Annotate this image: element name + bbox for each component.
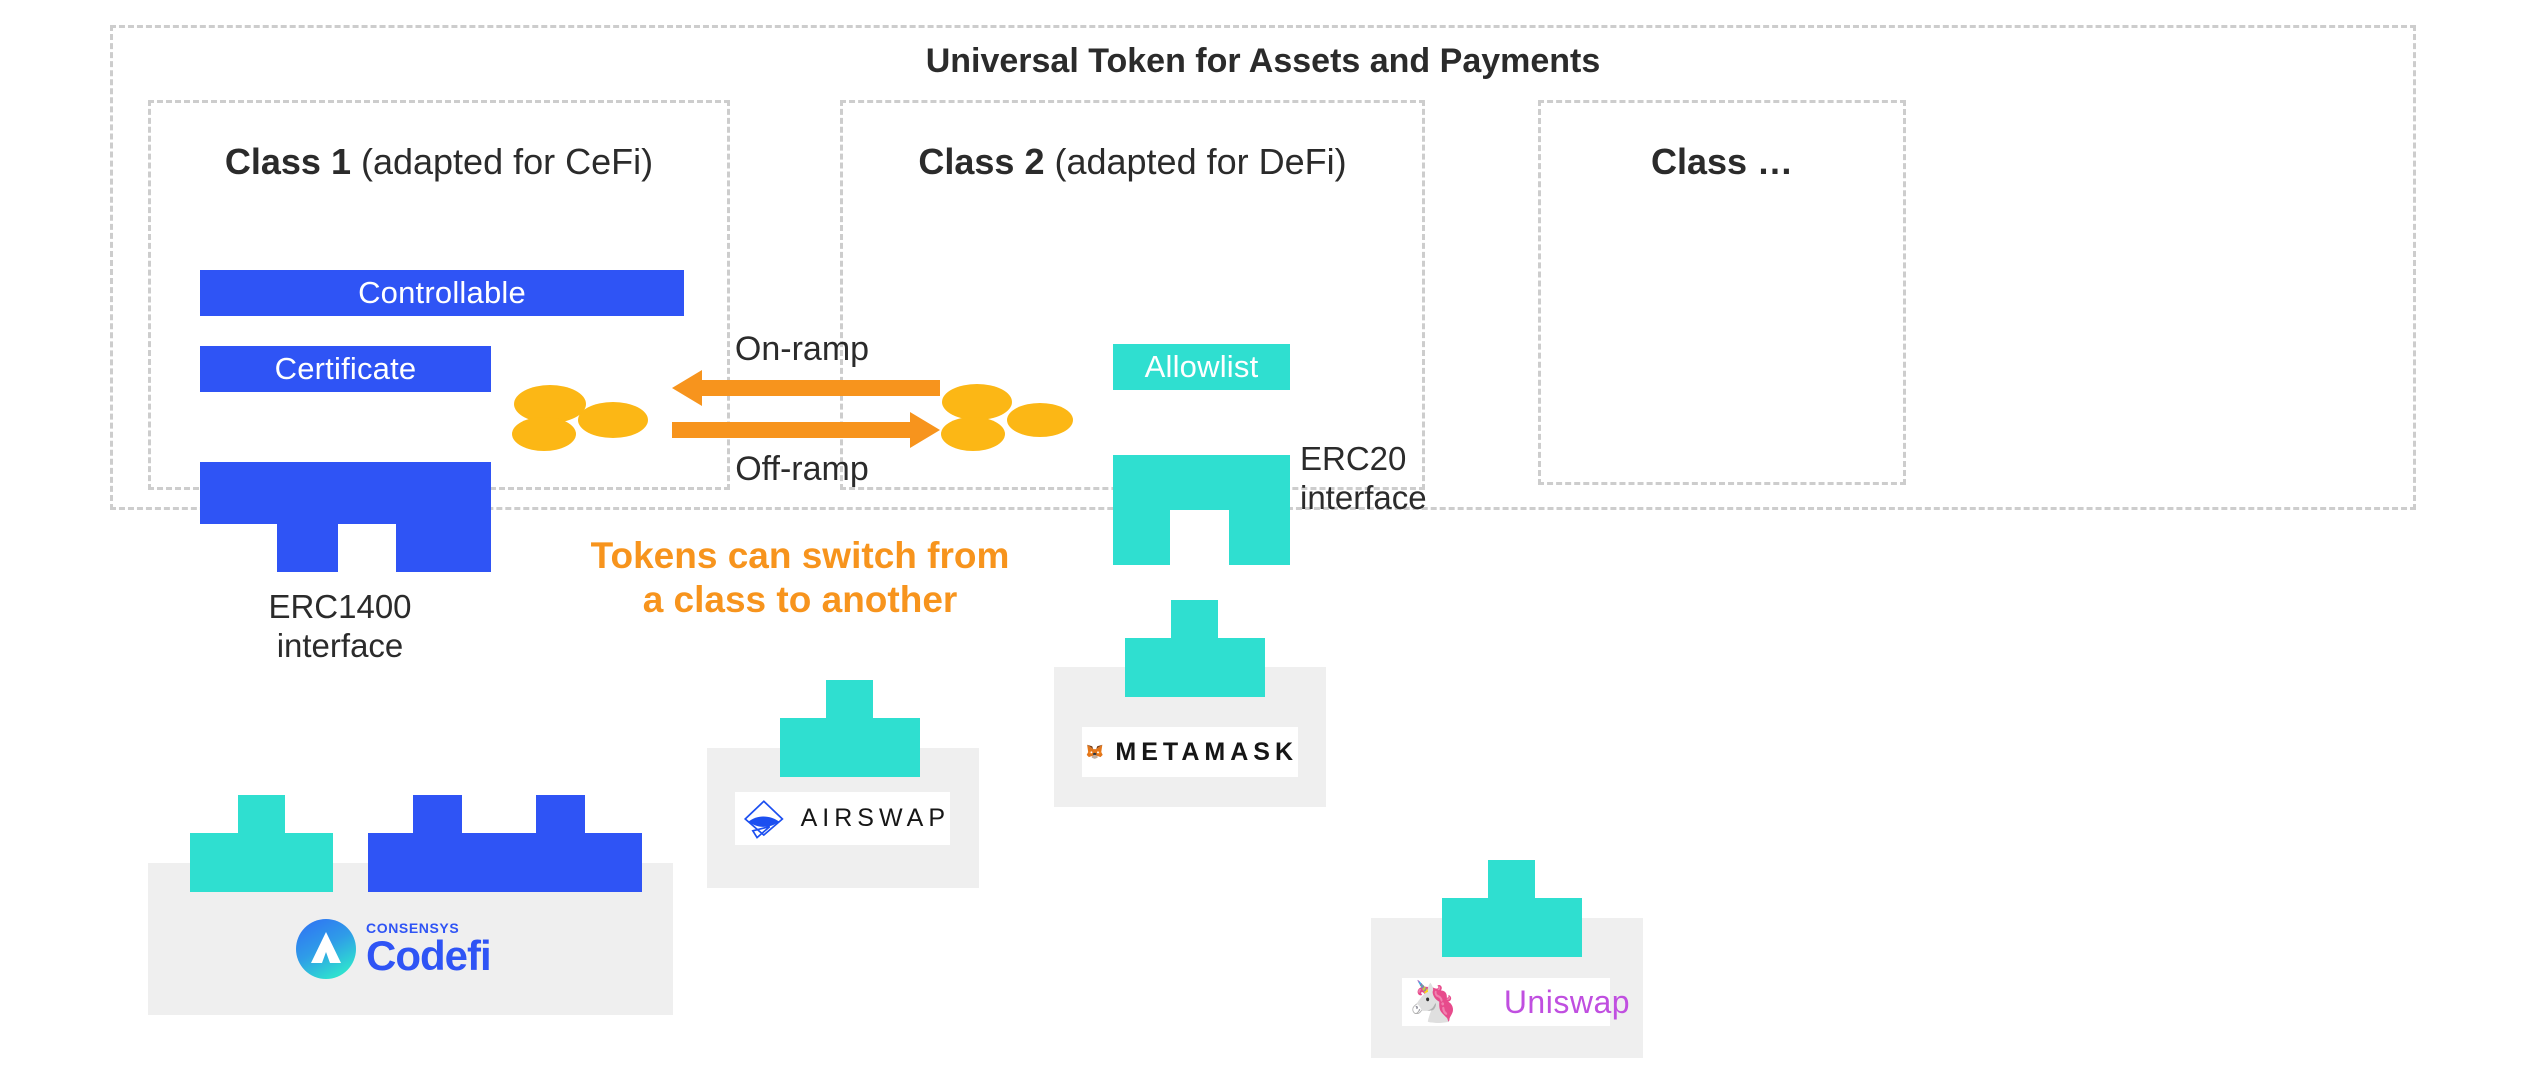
token-cluster-defi	[937, 382, 1085, 459]
consensys-logo-icon	[296, 919, 356, 979]
tag-certificate-label: Certificate	[274, 351, 417, 386]
page-title: Universal Token for Assets and Payments	[925, 42, 1601, 80]
erc1400-interface-shape	[200, 462, 491, 572]
class-1-strong: Class 1	[224, 141, 351, 182]
tag-allowlist-label: Allowlist	[1144, 349, 1259, 384]
tag-controllable: Controllable	[200, 270, 684, 316]
token-cluster-cefi	[508, 382, 656, 459]
class-2-strong: Class 2	[918, 141, 1045, 182]
tag-certificate: Certificate	[200, 346, 491, 392]
metamask-name-label: METAMASK	[1115, 737, 1298, 766]
class-2-title: Class 2 (adapted for DeFi)	[843, 141, 1422, 183]
codefi-logo: CONSENSYS Codefi	[296, 916, 518, 982]
class-1-title: Class 1 (adapted for CeFi)	[151, 141, 727, 183]
uniswap-logo: 🦄 Uniswap	[1402, 978, 1630, 1026]
ramp-arrows	[672, 330, 940, 470]
airswap-name-label: AIRSWAP	[800, 804, 950, 832]
codefi-name-label: Codefi	[366, 932, 492, 979]
switch-class-callout: Tokens can switch from a class to anothe…	[590, 535, 1010, 620]
metamask-fox-icon	[1086, 744, 1103, 759]
airswap-logo: AIRSWAP	[735, 792, 950, 845]
codefi-sub-label: CONSENSYS	[366, 920, 460, 936]
codefi-erc20-tab-shape	[190, 795, 333, 897]
uniswap-erc20-tab-shape	[1442, 860, 1582, 962]
tag-controllable-label: Controllable	[358, 275, 526, 310]
unicorn-icon: 🦄	[1408, 980, 1458, 1024]
off-ramp-arrow	[672, 412, 940, 448]
erc20-interface-shape	[1113, 455, 1290, 565]
airswap-logo-icon	[743, 799, 784, 839]
class-2-rest: (adapted for DeFi)	[1044, 141, 1347, 182]
on-ramp-arrow	[672, 370, 940, 406]
class-3-container: Class …	[1538, 100, 1906, 485]
erc20-interface-label: ERC20 interface	[1300, 440, 1427, 516]
codefi-erc1400-tab-shape	[368, 795, 642, 897]
metamask-erc20-tab-shape	[1125, 600, 1265, 702]
class-1-rest: (adapted for CeFi)	[350, 141, 654, 182]
class-2-container: Class 2 (adapted for DeFi)	[840, 100, 1425, 490]
class-3-strong: Class …	[1650, 141, 1794, 182]
erc1400-interface-label: ERC1400 interface	[268, 588, 412, 664]
tag-allowlist: Allowlist	[1113, 344, 1290, 390]
off-ramp-label: Off-ramp	[735, 450, 869, 488]
class-3-title: Class …	[1541, 141, 1903, 183]
airswap-erc20-tab-shape	[780, 680, 920, 782]
metamask-logo: METAMASK	[1082, 727, 1298, 777]
on-ramp-label: On-ramp	[734, 330, 870, 368]
uniswap-name-label: Uniswap	[1503, 983, 1631, 1020]
